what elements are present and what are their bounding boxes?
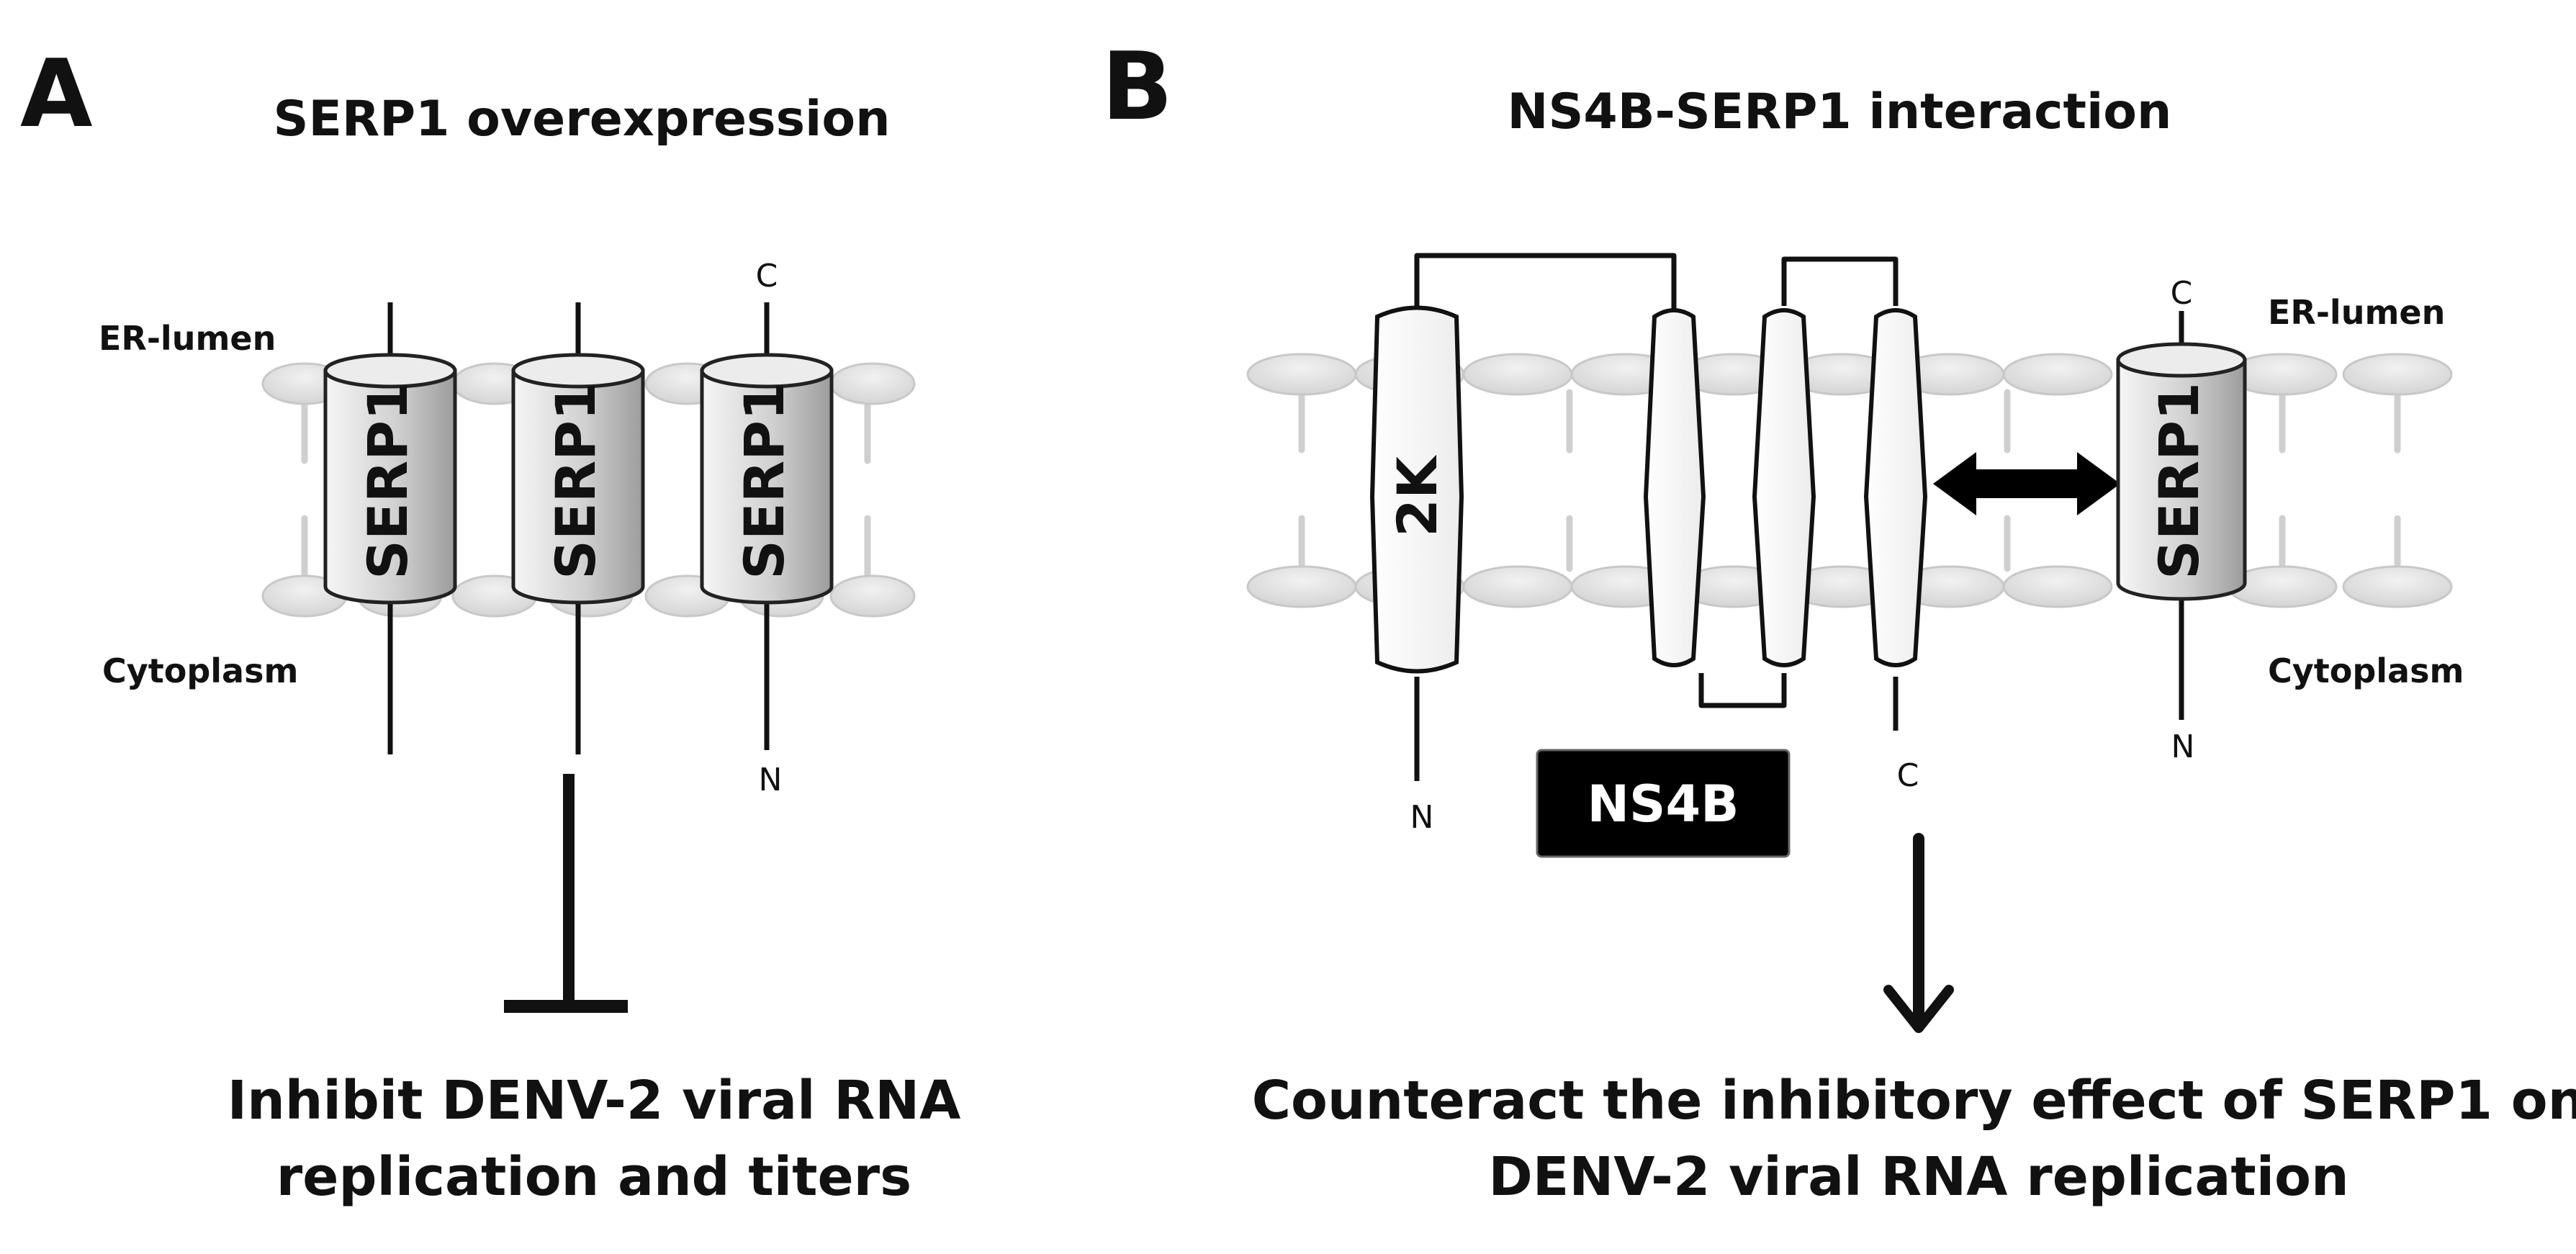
ns4b-2k-label: 2K <box>1385 454 1449 537</box>
serp1-label-a2: SERP1 <box>544 382 608 579</box>
serp1-protein-a2: SERP1 <box>511 302 645 754</box>
serp1-a3-n-terminus: N <box>759 762 783 798</box>
serp1-label-a1: SERP1 <box>356 382 420 579</box>
ns4b-2k-segment <box>1369 305 1464 674</box>
ns4b-box-label: NS4B <box>1587 775 1739 834</box>
panel-a-letter: A <box>20 39 93 148</box>
serp1-protein-a1: SERP1 <box>323 302 457 754</box>
panel-a: A SERP1 overexpression ER-lumen Cytoplas… <box>20 39 960 1208</box>
serp1-b-c-terminus: C <box>2171 275 2193 312</box>
ns4b-tm-helix-1 <box>1643 308 1706 667</box>
panel-b-outcome-line1: Counteract the inhibitory effect of SERP… <box>1252 1070 2576 1132</box>
ns4b-box: NS4B <box>1536 749 1791 858</box>
ns4b-c-terminus: C <box>1897 757 1919 794</box>
ns4b-protein: 2K N C <box>1369 253 1928 836</box>
serp1-protein-a3: SERP1 C N <box>700 258 834 798</box>
panel-b-lumen-label: ER-lumen <box>2268 293 2445 332</box>
serp1-protein-b: SERP1 C N <box>2116 275 2247 765</box>
panel-b: B NS4B-SERP1 interaction ER-lumen Cytopl… <box>1102 32 2576 1208</box>
panel-a-lipid-tails <box>301 400 871 579</box>
serp1-label-b: SERP1 <box>2147 382 2211 579</box>
ns4b-loops <box>1414 253 1899 781</box>
ns4b-tm-helix-3 <box>1863 308 1928 667</box>
panel-a-lumen-label: ER-lumen <box>99 319 276 358</box>
serp1-a3-c-terminus: C <box>756 258 778 294</box>
panel-b-cytoplasm-label: Cytoplasm <box>2268 651 2464 690</box>
panel-b-title: NS4B-SERP1 interaction <box>1508 84 2172 140</box>
effect-down-arrow <box>1883 833 1954 1033</box>
panel-a-outcome-line2: replication and titers <box>276 1146 911 1208</box>
serp1-b-n-terminus: N <box>2171 729 2195 765</box>
ns4b-tm-helix-2 <box>1752 308 1816 667</box>
ns4b-n-terminus: N <box>1410 799 1434 836</box>
panel-a-title: SERP1 overexpression <box>273 91 890 148</box>
panel-b-letter: B <box>1102 32 1173 141</box>
inhibition-symbol <box>504 774 628 1013</box>
interaction-double-arrow <box>1933 452 2120 515</box>
serp1-label-a3: SERP1 <box>732 382 796 579</box>
panel-a-cytoplasm-label: Cytoplasm <box>102 651 298 690</box>
panel-b-outcome-line2: DENV-2 viral RNA replication <box>1488 1146 2348 1208</box>
panel-a-outcome-line1: Inhibit DENV-2 viral RNA <box>228 1070 961 1132</box>
